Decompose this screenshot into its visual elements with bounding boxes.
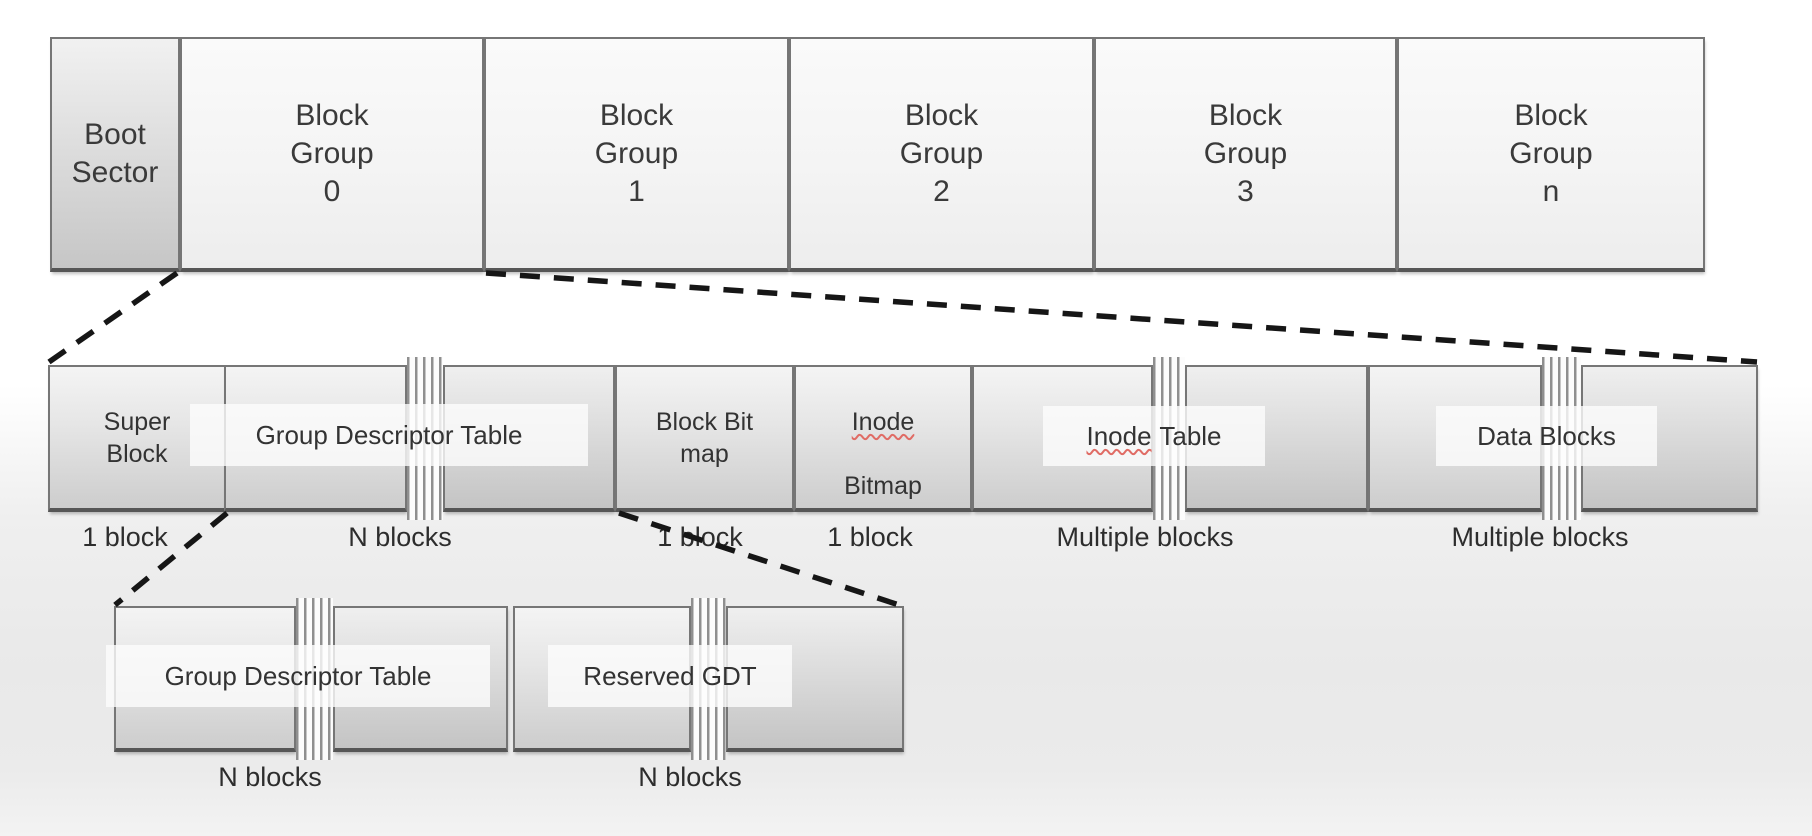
gdt-expansion-label-band: Group Descriptor Table [106, 645, 490, 707]
inode-bitmap-box: Inode Bitmap [794, 365, 972, 512]
block-bitmap-label: Block Bit map [655, 407, 754, 468]
size-label-gdt-expansion: N blocks [218, 762, 322, 792]
inode-bitmap-word-bitmap: Bitmap [844, 471, 922, 500]
size-label-super-block: 1 block [82, 522, 168, 552]
block-group-2-box: Block Group 2 [789, 37, 1094, 272]
data-blocks-label: Data Blocks [1477, 420, 1616, 451]
group-descriptor-table-label-band: Group Descriptor Table [190, 404, 588, 466]
size-label-inode-table: Multiple blocks [1056, 522, 1234, 552]
inode-bitmap-word-inode: Inode [851, 407, 915, 436]
block-bitmap-box: Block Bit map [615, 365, 794, 512]
size-label-block-bitmap: 1 block [657, 522, 743, 552]
inode-table-segment-2 [1185, 365, 1368, 512]
block-group-n-box: Block Group n [1397, 37, 1705, 272]
boot-sector-to-block-group-row-dashed-line [47, 270, 179, 365]
group-descriptor-table-label: Group Descriptor Table [255, 419, 523, 450]
gdt-expansion-label: Group Descriptor Table [164, 660, 432, 691]
data-blocks-label-band: Data Blocks [1436, 406, 1657, 466]
boot-sector-label: Boot Sector [71, 117, 159, 189]
reserved-gdt-label: Reserved GDT [583, 660, 757, 691]
block-group-0-label: Block Group 0 [290, 98, 374, 208]
block-group-3-box: Block Group 3 [1094, 37, 1397, 272]
block-group-n-label: Block Group n [1509, 98, 1593, 208]
size-label-group-descriptor-table: N blocks [348, 522, 452, 552]
size-label-data-blocks: Multiple blocks [1451, 522, 1629, 552]
size-label-inode-bitmap: 1 block [827, 522, 913, 552]
inode-table-word-table: Table [1159, 420, 1222, 451]
block-group-1-box: Block Group 1 [484, 37, 789, 272]
super-block-label: Super Block [103, 407, 171, 468]
block-group-1-label: Block Group 1 [594, 98, 679, 208]
size-label-reserved-gdt: N blocks [638, 762, 742, 792]
block-group-3-label: Block Group 3 [1203, 98, 1288, 208]
block-group-0-to-block-group-row-dashed-line [485, 270, 1758, 365]
block-group-0-box: Block Group 0 [180, 37, 484, 272]
block-group-2-label: Block Group 2 [899, 98, 984, 208]
inode-table-word-inode: Inode [1086, 420, 1152, 451]
boot-sector-box: Boot Sector [50, 37, 180, 272]
inode-bitmap-label: Inode Bitmap [844, 374, 922, 502]
reserved-gdt-label-band: Reserved GDT [548, 645, 792, 707]
